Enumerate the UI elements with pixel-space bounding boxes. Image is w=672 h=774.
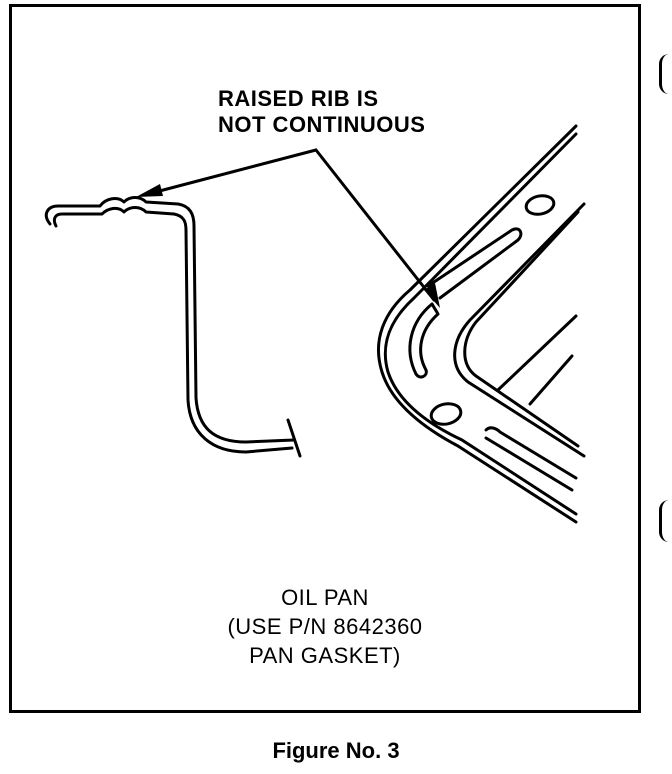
flange-cross-section [44, 196, 302, 458]
oil-pan-corner [377, 124, 586, 524]
caption-line-2: (USE P/N 8642360 [227, 614, 423, 639]
oil-pan-caption: OIL PAN (USE P/N 8642360 PAN GASKET) [180, 583, 470, 670]
callout-line-2: NOT CONTINUOUS [218, 112, 426, 137]
binding-mark-top [659, 54, 672, 94]
arrowhead-left [136, 184, 163, 197]
caption-line-3: PAN GASKET) [249, 643, 401, 668]
caption-line-1: OIL PAN [281, 585, 369, 610]
figure-number: Figure No. 3 [272, 738, 400, 763]
callout-line-1: RAISED RIB IS [218, 86, 379, 111]
raised-rib-callout: RAISED RIB IS NOT CONTINUOUS [218, 86, 425, 138]
binding-mark-bottom [659, 500, 672, 542]
callout-leaders [146, 148, 436, 302]
figure-frame [9, 4, 641, 713]
arrowhead-right [424, 283, 440, 308]
